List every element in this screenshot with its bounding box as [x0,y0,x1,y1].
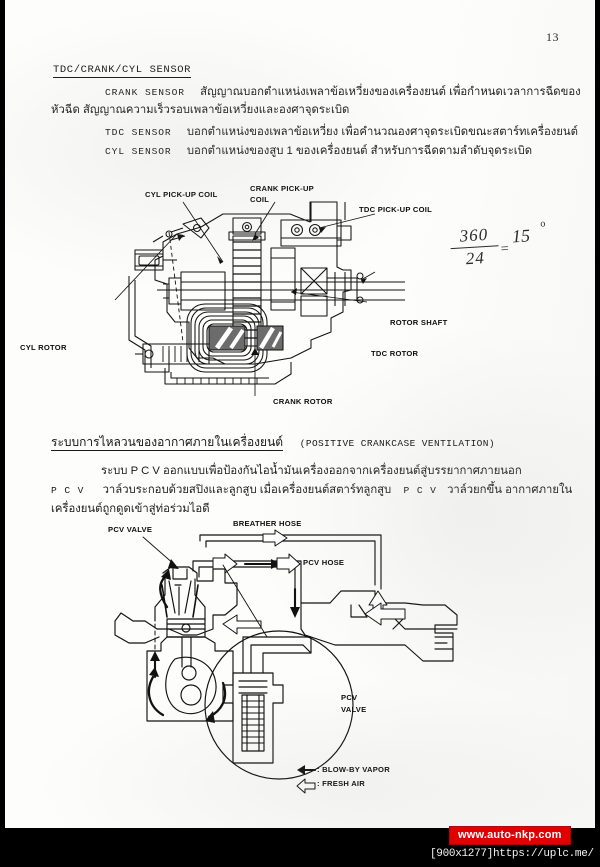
diagram1-drawing [114,201,405,396]
label-cyl-pickup-coil: CYL PICK-UP COIL [145,190,218,199]
label-breather-hose: BREATHER HOSE [233,519,302,528]
section-heading-pcv-english: (POSITIVE CRANKCASE VENTILATION) [299,438,495,449]
label-tdc-rotor: TDC ROTOR [371,349,419,358]
tdc-sensor-label: TDC SENSOR [105,127,172,138]
label-pcv-valve-detail-line1: PCV [341,693,358,702]
label-cyl-rotor: CYL ROTOR [20,343,67,352]
label-crank-pickup-coil-line1: CRANK PICK-UP [250,184,314,193]
section-heading-pcv-wrapper: ระบบการไหลวนของอากาศภายในเครื่องยนต์ (PO… [51,433,495,452]
scanned-page: 13 TDC/CRANK/CYL SENSOR CRANK SENSOR สัญ… [5,0,595,828]
crank-sensor-paragraph-line1: CRANK SENSOR สัญญาณบอกตำแหน่งเพลาข้อเหวี… [105,86,581,99]
tdc-sensor-paragraph: TDC SENSOR บอกตำแหน่งของเพลาข้อเหวี่ยง เ… [105,126,578,139]
cyl-sensor-paragraph: CYL SENSOR บอกตำแหน่งของสูบ 1 ของเครื่อง… [105,145,532,158]
label-pcv-valve-detail-line2: VALVE [341,705,367,714]
label-crank-pickup-coil-line2: COIL [250,195,270,204]
diagram-tdc-crank-cyl-sensor: CYL PICK-UP COIL CRANK PICK-UP COIL TDC … [105,172,465,412]
pcv-paragraph-line1: ระบบ P C V ออกแบบเพื่อป้องกันไอน้ำมันเคร… [101,465,522,477]
handwritten-numerator: 360 [459,224,489,246]
pcv-text-b: วาล์วบระกอบด้วยสปิงและลูกสูบ เมื่อเครื่อ… [102,484,392,496]
handwritten-result: 15 [511,225,531,247]
pcv-paragraph-line2: P C V วาล์วบระกอบด้วยสปิงและลูกสูบ เมื่อ… [51,484,572,497]
crank-sensor-paragraph-line2: หัวฉีด สัญญาณความเร็วรอบเพลาข้อเหวี่ยงแล… [51,104,350,116]
pcv-label-c: P C V [403,485,437,496]
pcv-text-d: วาล์วยกขึ้น อากาศภายใน [447,484,573,496]
page-number: 13 [546,30,559,44]
tdc-sensor-text: บอกตำแหน่งของเพลาข้อเหวี่ยง เพื่อคำนวณอง… [186,126,578,138]
handwritten-degree-symbol: o [539,218,546,230]
label-rotor-shaft: ROTOR SHAFT [390,318,448,327]
label-crank-rotor: CRANK ROTOR [273,397,333,406]
pcv-paragraph-line3: เครื่องยนต์ถูกดูดเข้าสู่ท่อร่วมไอดี [51,503,210,515]
handwritten-equals: = [500,241,510,258]
legend-fresh-air: : FRESH AIR [317,779,366,788]
legend-blow-by-vapor: : BLOW-BY VAPOR [317,765,390,774]
diagram2-drawing [114,529,458,794]
watermark-auto-nkp[interactable]: www.auto-nkp.com [449,826,571,845]
handwritten-denominator: 24 [465,248,486,269]
label-pcv-valve-top: PCV VALVE [108,525,153,534]
cyl-sensor-text: บอกตำแหน่งของสูบ 1 ของเครื่องยนต์ สำหรับ… [186,145,533,157]
handwritten-annotation: 360 24 = 15 o [443,218,562,288]
image-caption-uplc: [900x1277]https://uplc.me/ [430,848,594,860]
cyl-sensor-label: CYL SENSOR [105,146,172,157]
handwritten-fraction: 360 24 [449,224,500,270]
label-pcv-hose: PCV HOSE [303,558,345,567]
section-heading-tdc-crank-cyl-sensor: TDC/CRANK/CYL SENSOR [53,64,192,78]
crank-sensor-text-1: สัญญาณบอกตำแหน่งเพลาข้อเหวี่ยงของเครื่อง… [200,86,581,98]
crank-sensor-label: CRANK SENSOR [105,87,185,98]
pcv-label-a: P C V [51,485,85,496]
diagram-pcv-system: PCV VALVE BREATHER HOSE PCV HOSE PCV VAL… [105,519,555,815]
section-heading-pcv-thai: ระบบการไหลวนของอากาศภายในเครื่องยนต์ [51,435,284,451]
label-tdc-pickup-coil: TDC PICK-UP COIL [359,205,433,214]
